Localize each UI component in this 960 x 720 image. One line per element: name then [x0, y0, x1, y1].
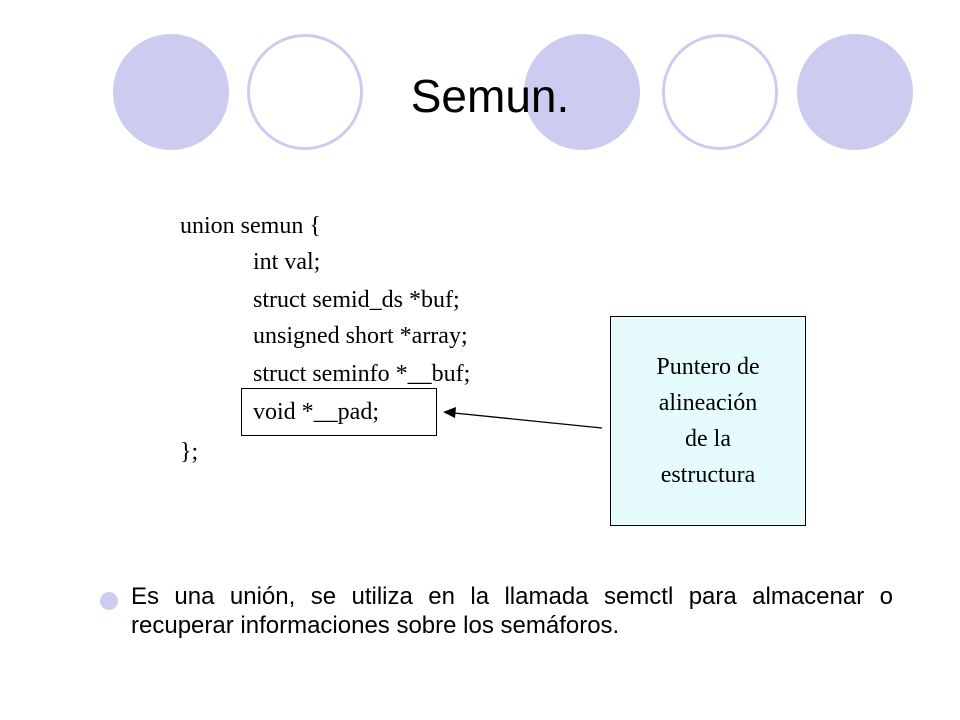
- decor-circle-1: [113, 34, 229, 150]
- note-line-2: alineación: [658, 390, 758, 416]
- code-line-val: int val;: [253, 249, 321, 275]
- code-line-seminfo: struct seminfo *__buf;: [253, 361, 471, 387]
- decor-circle-4: [662, 34, 778, 150]
- slide-title: Semun.: [410, 70, 570, 122]
- note-line-4: estructura: [660, 462, 756, 488]
- bullet-dot-icon: [100, 592, 118, 610]
- pad-highlight-box: [241, 388, 437, 436]
- code-line-buf: struct semid_ds *buf;: [253, 287, 460, 313]
- decor-circle-3: [524, 34, 640, 150]
- decor-circle-2: [247, 34, 363, 150]
- code-line-array: unsigned short *array;: [253, 323, 468, 349]
- bullet-text: Es una unión, se utiliza en la llamada s…: [131, 583, 893, 639]
- code-line-pad: void *__pad;: [253, 399, 379, 425]
- note-box: Puntero de alineación de la estructura: [610, 316, 806, 526]
- code-line-close: };: [180, 439, 199, 465]
- decor-circle-5: [797, 34, 913, 150]
- code-line-union: union semun {: [180, 213, 321, 239]
- note-line-3: de la: [685, 426, 731, 452]
- note-line-1: Puntero de: [656, 354, 760, 380]
